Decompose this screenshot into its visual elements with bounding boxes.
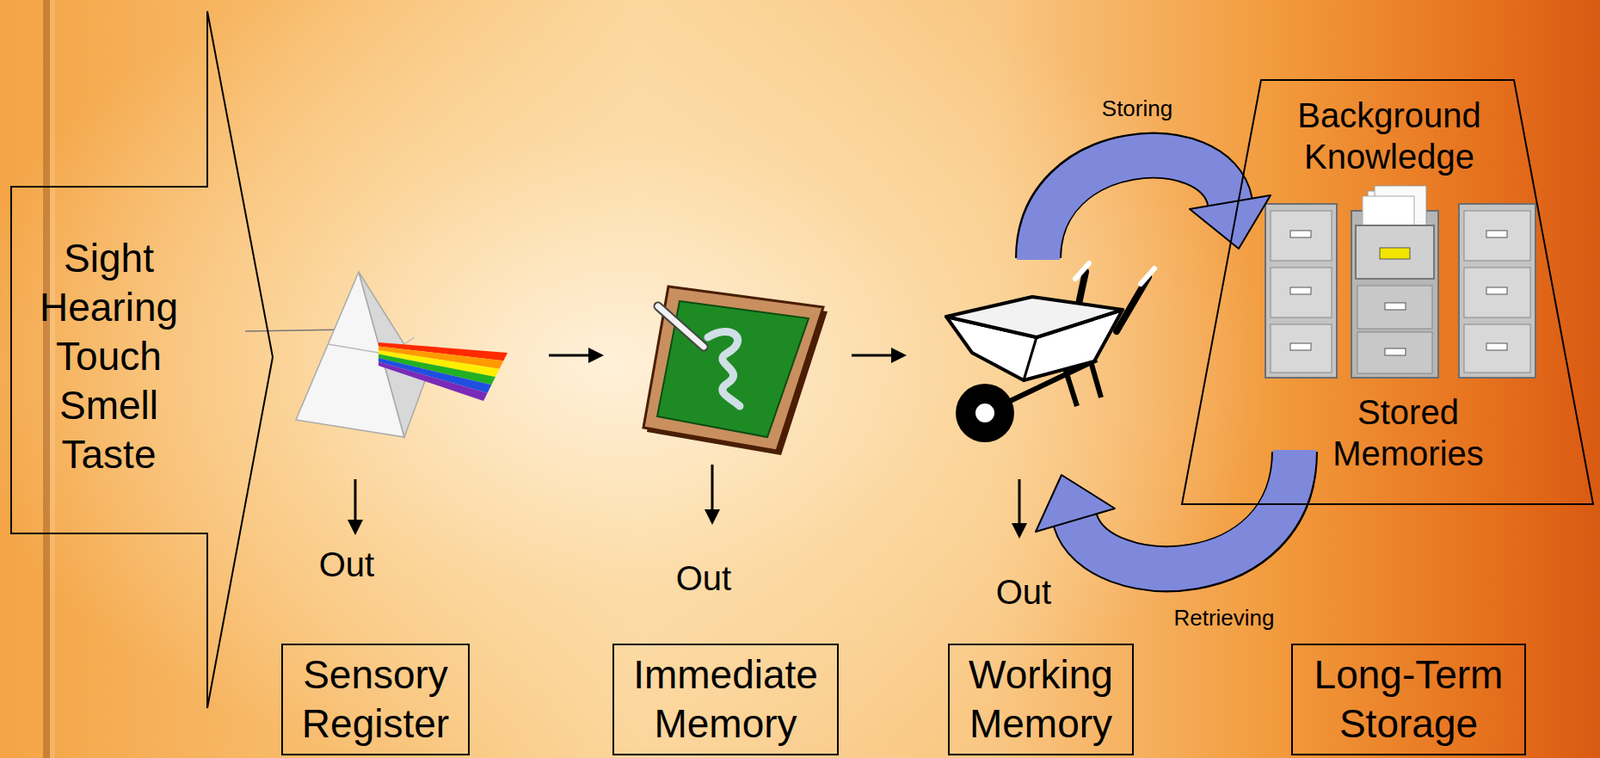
storing-arrow xyxy=(1038,155,1271,260)
wheelbarrow-icon xyxy=(946,263,1155,443)
drawer-handle xyxy=(1290,343,1311,351)
out-arrow xyxy=(347,479,364,536)
cabinet-drawer xyxy=(1270,267,1332,318)
out-arrow xyxy=(1011,479,1028,539)
flow-arrow-line xyxy=(851,354,897,357)
stage-box: Sensory Register xyxy=(281,643,470,756)
cabinet xyxy=(1351,210,1439,378)
drawer-handle xyxy=(1486,287,1508,295)
arrow-label: Retrieving xyxy=(1173,604,1274,632)
barrow-handle xyxy=(1116,276,1149,332)
arrow-head xyxy=(704,509,720,525)
barrow-edge xyxy=(1023,337,1037,381)
cabinet-drawer xyxy=(1270,210,1332,261)
shape-outline-path xyxy=(11,11,273,708)
store-caption: Stored Memories xyxy=(1332,391,1484,474)
out-label: Out xyxy=(676,557,732,599)
arrow-head xyxy=(588,347,604,364)
out-arrow-line xyxy=(354,479,357,524)
out-arrow-line xyxy=(711,464,714,513)
board-frame xyxy=(643,286,824,451)
spectrum-band xyxy=(378,362,488,402)
stage-box: Long-Term Storage xyxy=(1291,643,1527,756)
retrieving-arrow xyxy=(1035,449,1295,569)
stage-name: Working Memory xyxy=(960,650,1122,749)
barrow-leg xyxy=(1064,368,1077,407)
flow-arrow xyxy=(851,347,907,364)
chalk-stick xyxy=(658,306,704,347)
out-label: Out xyxy=(319,543,375,585)
cabinet xyxy=(1265,203,1337,378)
arrow-head xyxy=(1011,523,1028,539)
cabinet-drawer xyxy=(1357,285,1433,329)
chalk-scribble xyxy=(707,331,740,407)
out-arrow-line xyxy=(1018,479,1022,527)
shape-outline-path xyxy=(1181,80,1594,505)
drawer-handle xyxy=(1486,230,1508,238)
cabinet-drawer xyxy=(1357,332,1433,374)
store-heading: Background Knowledge xyxy=(1297,94,1481,178)
long-term-store-trapezoid: Background KnowledgeStored Memories xyxy=(1181,79,1594,505)
arrow-head xyxy=(891,347,907,364)
stage-name: Long-Term Storage xyxy=(1303,650,1514,749)
cabinet xyxy=(1458,203,1536,378)
board-surface xyxy=(657,301,809,437)
drawer-handle xyxy=(1384,302,1406,310)
filing-cabinets-icon xyxy=(1265,185,1536,378)
drawer-handle xyxy=(1290,287,1311,295)
arrow-label: Storing xyxy=(1101,95,1173,123)
stage-box: Immediate Memory xyxy=(612,643,839,756)
spectrum-band xyxy=(378,357,492,394)
senses-arrow: Sight Hearing Touch Smell Taste xyxy=(10,10,274,709)
edge-stripe xyxy=(43,0,50,758)
cabinet-drawer xyxy=(1355,225,1434,279)
drawer-handle xyxy=(1290,230,1311,238)
cabinet-drawer xyxy=(1464,267,1531,318)
barrow-rim xyxy=(946,296,1123,338)
stage-box: Working Memory xyxy=(947,643,1134,756)
barrow-leg xyxy=(1090,361,1102,398)
out-label: Out xyxy=(996,571,1052,613)
cabinet-drawer xyxy=(1270,324,1332,373)
chalk-stick xyxy=(658,306,704,347)
sense-list: Sight Hearing Touch Smell Taste xyxy=(39,233,179,480)
flow-arrow-line xyxy=(548,354,594,357)
light-ray xyxy=(245,329,349,332)
flow-arrow xyxy=(548,347,604,364)
barrow-hub xyxy=(974,402,996,424)
drawer-handle xyxy=(1486,343,1508,351)
arrow-head xyxy=(347,519,364,536)
barrow-wheel xyxy=(955,383,1015,443)
barrow-grip xyxy=(1075,263,1090,279)
out-arrow xyxy=(704,464,720,525)
prism-icon xyxy=(245,271,508,437)
stage-name: Sensory Register xyxy=(293,650,458,749)
cabinet-drawer xyxy=(1464,324,1531,373)
drawer-label xyxy=(1379,247,1410,259)
stage-name: Immediate Memory xyxy=(624,650,827,749)
cabinet-drawer xyxy=(1464,210,1531,261)
curved-arrow-head xyxy=(1035,474,1115,532)
chalkboard-icon xyxy=(643,286,828,456)
barrow-grip xyxy=(1140,268,1155,284)
curved-arrow-head xyxy=(1189,195,1271,249)
edge-stripe xyxy=(49,0,56,758)
drawer-handle xyxy=(1384,348,1406,356)
